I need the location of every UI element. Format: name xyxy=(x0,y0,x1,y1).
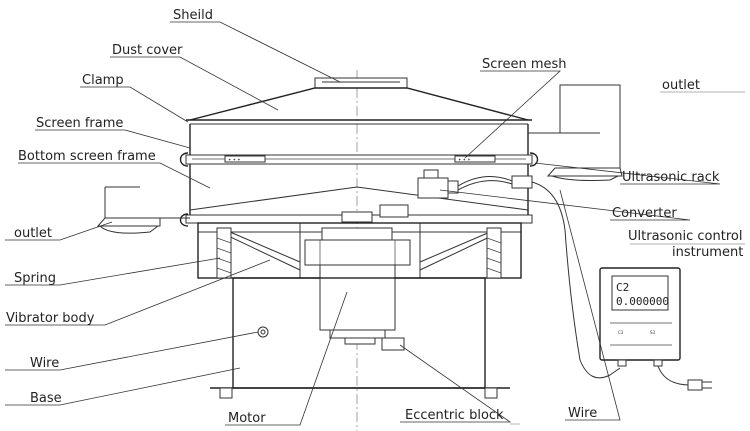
label-underlines xyxy=(510,91,745,425)
label-outlet-left: outlet xyxy=(14,226,52,241)
clamp-hook-lower xyxy=(179,213,189,227)
clamp-hook-left xyxy=(179,152,189,167)
instrument-case xyxy=(599,267,681,361)
label-converter: Converter xyxy=(612,206,677,221)
mesh-clip-left xyxy=(224,155,266,163)
converter xyxy=(417,169,533,199)
mesh-clip-right xyxy=(454,155,496,163)
label-spring: Spring xyxy=(14,271,56,286)
label-motor: Motor xyxy=(228,411,266,426)
screen-frame xyxy=(189,124,529,155)
label-ultrasonic-rack: Ultrasonic rack xyxy=(622,170,720,185)
spring-left xyxy=(216,227,232,279)
power-plug xyxy=(687,379,703,391)
svg-text:✦ ✦ ✦: ✦ ✦ ✦ xyxy=(228,157,241,162)
instrument-display xyxy=(611,275,669,311)
label-clamp: Clamp xyxy=(82,73,124,88)
instrument-button-left: C3 xyxy=(618,330,624,335)
wire-to-instrument xyxy=(531,181,621,379)
label-eccentric-block: Eccentric block xyxy=(405,408,504,423)
eccentric-block-bottom xyxy=(344,337,376,345)
label-ultrasonic-control-line2: instrument xyxy=(672,245,743,260)
display-line2: 0.000000 xyxy=(616,295,669,308)
motor-flange xyxy=(304,239,411,266)
cable-connector xyxy=(511,175,533,189)
labels: Sheild Dust cover Clamp Screen frame Bot… xyxy=(6,8,743,426)
ultrasonic-control-instrument: C2 0.000000 C3 S3 xyxy=(599,267,712,391)
power-cord xyxy=(657,365,691,386)
outlet-left xyxy=(96,186,190,234)
spring-right xyxy=(486,227,502,279)
dust-cover xyxy=(186,87,532,125)
shield xyxy=(314,77,408,89)
label-wire-right: Wire xyxy=(568,406,597,421)
label-base: Base xyxy=(30,391,62,406)
label-bottom-screen-frame: Bottom screen frame xyxy=(18,149,156,164)
svg-text:✦ ✦ ✦: ✦ ✦ ✦ xyxy=(458,157,471,162)
motor xyxy=(304,204,411,351)
screen-mesh-ring xyxy=(185,154,533,165)
label-outlet-right: outlet xyxy=(662,78,700,93)
pointer-lines xyxy=(5,21,721,426)
screen-mesh-band: ✦ ✦ ✦ ✦ ✦ ✦ xyxy=(179,152,539,167)
machine-drawing: ✦ ✦ ✦ ✦ ✦ ✦ xyxy=(96,70,712,431)
clamp-hook-right xyxy=(529,152,539,167)
motor-body xyxy=(319,264,396,331)
label-wire-left: Wire xyxy=(30,356,59,371)
label-dust-cover: Dust cover xyxy=(112,43,183,58)
outlet-right xyxy=(528,84,623,181)
wire-port xyxy=(257,326,269,338)
label-screen-mesh: Screen mesh xyxy=(482,57,567,72)
eccentric-block-top xyxy=(341,211,373,223)
shield-cap xyxy=(314,77,408,89)
label-vibrator-body: Vibrator body xyxy=(6,311,95,326)
display-line1: C2 xyxy=(616,281,629,294)
label-shield: Sheild xyxy=(173,8,213,23)
instrument-button-right: S3 xyxy=(650,330,656,335)
base xyxy=(210,277,510,399)
label-screen-frame: Screen frame xyxy=(36,116,123,131)
converter-box xyxy=(417,177,449,199)
label-ultrasonic-control-line1: Ultrasonic control xyxy=(628,229,742,244)
